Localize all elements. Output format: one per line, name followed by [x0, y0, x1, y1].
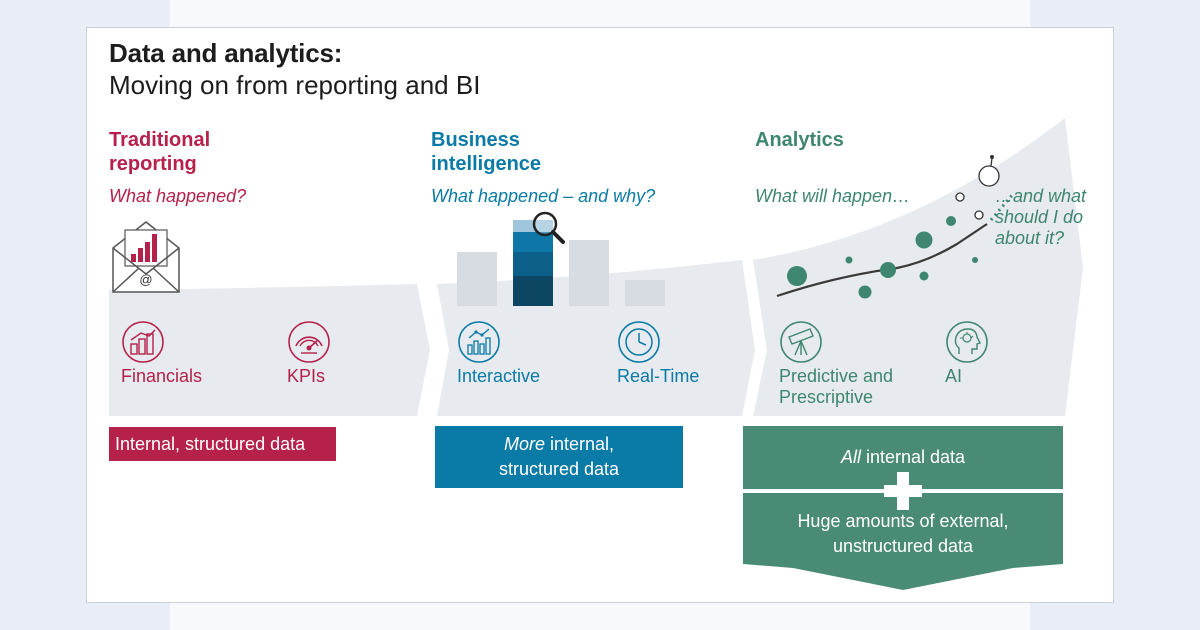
data-point	[858, 285, 872, 299]
icon-label-financials: Financials	[121, 366, 203, 386]
data-box-emphasis: All	[840, 446, 861, 467]
projected-point	[974, 210, 984, 220]
icon-label-kpis: KPIs	[287, 366, 326, 386]
icon-label-realtime: Real-Time	[617, 366, 700, 386]
clock-icon	[618, 321, 660, 363]
icon-label-line: Predictive and	[779, 366, 894, 386]
page-title: Data and analytics:	[109, 38, 343, 68]
data-box-line: unstructured data	[832, 536, 974, 556]
question-line: …and what	[995, 186, 1087, 206]
stage-title-line: Traditional	[109, 129, 211, 151]
stage-title-bi: Business intelligence	[431, 128, 541, 176]
page-subtitle: Moving on from reporting and BI	[109, 70, 481, 100]
data-point	[946, 216, 956, 226]
trend-line-projection	[989, 193, 1015, 221]
data-box-text: Internal, structured data	[115, 433, 306, 454]
bi-bar	[457, 252, 497, 306]
stage-question-analytics: What will happen…	[755, 186, 911, 206]
bi-bar	[625, 280, 665, 306]
question-line: should I do	[995, 207, 1084, 227]
stage-title-line: reporting	[109, 153, 197, 175]
icon-label-ai: AI	[945, 366, 963, 386]
prediction-scatter-illustration	[776, 155, 1015, 299]
icon-label-line: Prescriptive	[779, 387, 874, 407]
stage-title-analytics: Analytics	[755, 128, 844, 152]
financials-icon	[122, 321, 164, 363]
data-box-bi: More internal, structured data	[435, 426, 683, 488]
stage-arrow-3	[753, 118, 1083, 416]
data-point	[972, 257, 978, 263]
stage-title-traditional: Traditional reporting	[109, 128, 210, 176]
projected-point	[955, 192, 965, 202]
email-report-icon: @	[112, 221, 180, 293]
icon-label-interactive: Interactive	[457, 366, 541, 386]
stage-title-line: intelligence	[431, 153, 542, 175]
projected-point	[990, 155, 994, 159]
stage-arrow-1	[109, 284, 430, 416]
interactive-chart-icon	[458, 321, 500, 363]
infographic-card: Data and analytics: Moving on from repor…	[86, 27, 1114, 603]
stage-title-line: Analytics	[755, 129, 844, 151]
data-box-line: More internal,	[504, 432, 614, 457]
data-point	[919, 271, 929, 281]
data-box-text: internal,	[544, 434, 615, 454]
data-box-text: internal data	[860, 446, 966, 467]
stage-question-bi: What happened – and why?	[431, 186, 656, 206]
data-box-emphasis: More	[503, 434, 545, 454]
data-point	[845, 256, 853, 264]
bi-bar-highlight-segment	[513, 252, 553, 276]
bi-bar-highlight-segment	[513, 276, 553, 306]
icon-label-predictive: Predictive and Prescriptive	[779, 366, 893, 408]
kpi-gauge-icon	[288, 321, 330, 363]
data-box-line: Huge amounts of external,	[797, 511, 1009, 531]
data-point	[915, 231, 933, 249]
trend-line	[776, 223, 988, 298]
ai-head-icon	[946, 321, 988, 363]
bi-bar-chart-illustration	[457, 211, 665, 306]
magnifier-icon	[532, 211, 565, 244]
projected-point	[978, 165, 1000, 187]
projected-point-stem	[990, 157, 993, 167]
question-line: about it?	[995, 228, 1065, 248]
data-box-analytics-external: Huge amounts of external, unstructured d…	[743, 506, 1063, 562]
bi-bar	[569, 240, 609, 306]
data-box-traditional: Internal, structured data	[109, 427, 336, 461]
data-box-line: All internal data	[841, 445, 965, 470]
data-point	[787, 266, 807, 286]
bi-bar-highlight-segment	[513, 232, 553, 252]
telescope-icon	[780, 321, 822, 363]
svg-text:@: @	[139, 272, 152, 287]
stage-title-line: Business	[431, 129, 520, 151]
stage-question-analytics-followup: …and what should I do about it?	[995, 186, 1086, 249]
data-box-line: structured data	[498, 459, 620, 479]
data-point	[880, 262, 896, 278]
data-box-analytics-internal: All internal data	[743, 426, 1063, 488]
stage-question-traditional: What happened?	[109, 186, 247, 206]
data-box-analytics-shape	[743, 426, 1063, 590]
